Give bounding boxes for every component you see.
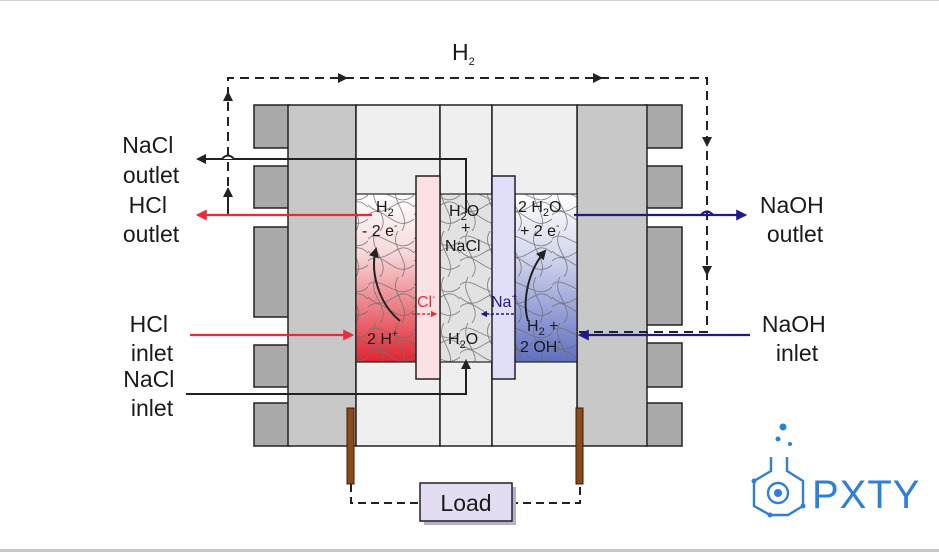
load-box xyxy=(419,482,513,522)
nacl-outlet-line xyxy=(196,154,467,213)
line-crossover-hop-2 xyxy=(700,210,714,216)
cathode-h2-text: H2 + xyxy=(527,318,558,338)
cathode-electrons-text: + 2 e- xyxy=(520,221,559,240)
cathode-electrode xyxy=(514,193,578,363)
cathode-reaction-arrow xyxy=(524,249,547,322)
nacl-inlet-line xyxy=(186,359,471,395)
load-label: Load xyxy=(440,490,491,516)
middle-plus-text: + xyxy=(461,220,470,237)
anode-electrons-text: - 2 e- xyxy=(362,221,397,240)
left-end-plate-tabs xyxy=(253,104,291,447)
h2-recycle-loop xyxy=(227,77,708,333)
anode-protons-text: 2 H+ xyxy=(367,329,398,348)
anion-exchange-membrane xyxy=(415,175,441,380)
flask-icon xyxy=(751,423,806,518)
anode-electrode xyxy=(355,193,419,363)
naoh-outlet-label: NaOH outlet xyxy=(760,192,830,247)
cathode-water-text: 2 H2O xyxy=(518,199,561,219)
right-electrode-lead xyxy=(575,407,584,485)
logo-text: PXTY xyxy=(812,473,920,517)
pxty-logo: PXTY xyxy=(751,423,920,518)
left-electrode-lead xyxy=(346,407,355,485)
anode-reaction-arrow xyxy=(369,247,401,322)
cation-exchange-membrane xyxy=(491,175,516,380)
middle-nacl-chamber xyxy=(439,193,495,363)
line-crossover-hop-1 xyxy=(221,154,235,160)
naoh-inlet-label: NaOH inlet xyxy=(762,311,832,366)
load-circuit-wire xyxy=(350,484,581,504)
anode-h2-text: H2 xyxy=(376,199,394,219)
nacl-inlet-label: NaCl inlet xyxy=(123,366,181,421)
middle-h2o-bottom-text: H2O xyxy=(448,331,478,351)
h2-loop-arrowheads xyxy=(223,73,712,276)
right-end-plate-tabs xyxy=(644,104,683,447)
h2-loop-label: H2 xyxy=(452,39,475,68)
hcl-inlet-label: HCl inlet xyxy=(130,311,175,366)
chloride-ion-text: Cl- xyxy=(417,292,435,311)
left-current-collector xyxy=(287,104,357,447)
right-current-collector xyxy=(576,104,648,447)
hcl-outlet-label: HCl outlet xyxy=(123,192,180,247)
cathode-hydroxide-text: 2 OH- xyxy=(520,337,561,356)
middle-h2o-top-text: H2O xyxy=(449,203,479,223)
nacl-outlet-label: NaCl outlet xyxy=(122,132,180,188)
middle-nacl-text: NaCl xyxy=(445,238,481,255)
sodium-ion-text: Na+ xyxy=(491,292,517,311)
